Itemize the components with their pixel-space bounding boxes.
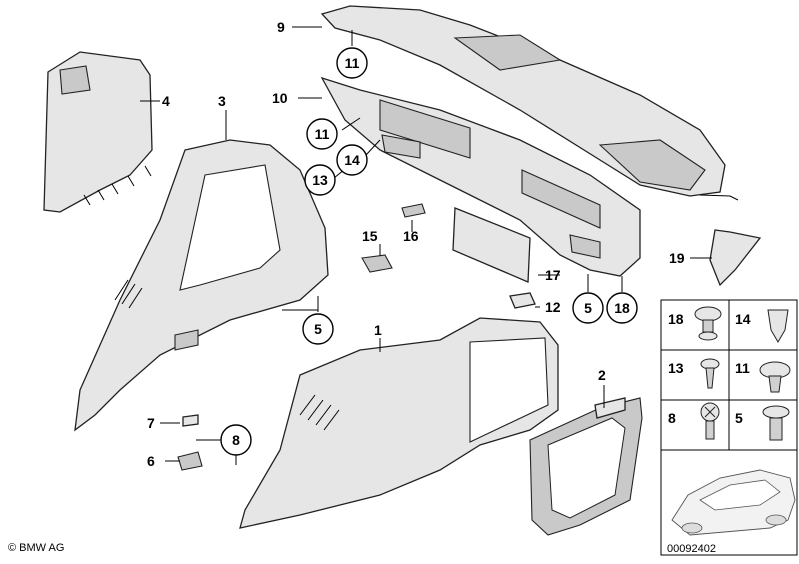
grommet-part-15[interactable] [361,254,393,273]
label-17: 17 [545,267,561,283]
label-1: 1 [374,322,382,338]
copyright-text: © BMW AG [8,542,64,554]
svg-text:13: 13 [312,172,328,188]
svg-text:14: 14 [735,311,751,327]
svg-text:8: 8 [668,410,676,426]
label-10: 10 [272,90,288,106]
callout-11-mid[interactable]: 11 [306,118,338,150]
rear-panel-part-2[interactable] [529,397,643,536]
label-15: 15 [362,228,378,244]
label-6: 6 [147,453,155,469]
leader-lines [140,26,712,465]
callout-13[interactable]: 13 [304,164,336,196]
callout-5-left[interactable]: 5 [302,313,334,345]
svg-text:13: 13 [668,360,684,376]
trim-panel-part-4[interactable] [43,51,153,213]
label-7: 7 [147,415,155,431]
svg-text:11: 11 [735,360,750,376]
callout-8[interactable]: 8 [220,424,252,456]
svg-text:18: 18 [614,300,630,316]
legend-cell-13[interactable]: 13 [668,358,720,389]
legend-cell-18[interactable]: 18 [668,306,722,341]
side-trim-left-part-3[interactable] [74,139,329,432]
diagram-id: 00092402 [667,543,716,555]
strip-part-17[interactable] [452,207,531,283]
legend-cell-5[interactable]: 5 [735,405,790,441]
label-2: 2 [598,367,606,383]
rear-shelf-cover-part-10[interactable] [320,76,641,277]
svg-text:11: 11 [345,55,360,71]
svg-text:18: 18 [668,311,684,327]
car-silhouette-icon [671,469,796,536]
legend-cell-8[interactable]: 8 [668,402,720,440]
callout-14[interactable]: 14 [336,144,368,176]
cap-part-7[interactable] [182,414,199,427]
clip-part-16[interactable] [401,203,426,218]
parcel-shelf-part-9[interactable] [320,5,739,201]
label-9: 9 [277,19,285,35]
svg-text:11: 11 [315,126,330,142]
callout-18[interactable]: 18 [606,292,638,324]
svg-text:14: 14 [344,152,360,168]
cap-part-12[interactable] [509,292,536,309]
label-3: 3 [218,93,226,109]
callout-11-top[interactable]: 11 [336,47,368,79]
label-19: 19 [669,250,685,266]
label-16: 16 [403,228,419,244]
legend-cell-11[interactable]: 11 [735,360,791,393]
label-12: 12 [545,299,561,315]
svg-text:8: 8 [232,432,240,448]
side-trim-right-part-1[interactable] [239,317,559,529]
label-4: 4 [162,93,170,109]
bracket-part-19[interactable] [709,229,762,287]
fastener-legend: 18 14 13 11 8 5 [660,299,798,556]
legend-cell-14[interactable]: 14 [735,309,789,343]
svg-text:5: 5 [584,300,592,316]
svg-text:5: 5 [735,410,743,426]
callout-5-right[interactable]: 5 [572,292,604,324]
clip-part-6[interactable] [177,451,203,471]
svg-text:5: 5 [314,321,322,337]
